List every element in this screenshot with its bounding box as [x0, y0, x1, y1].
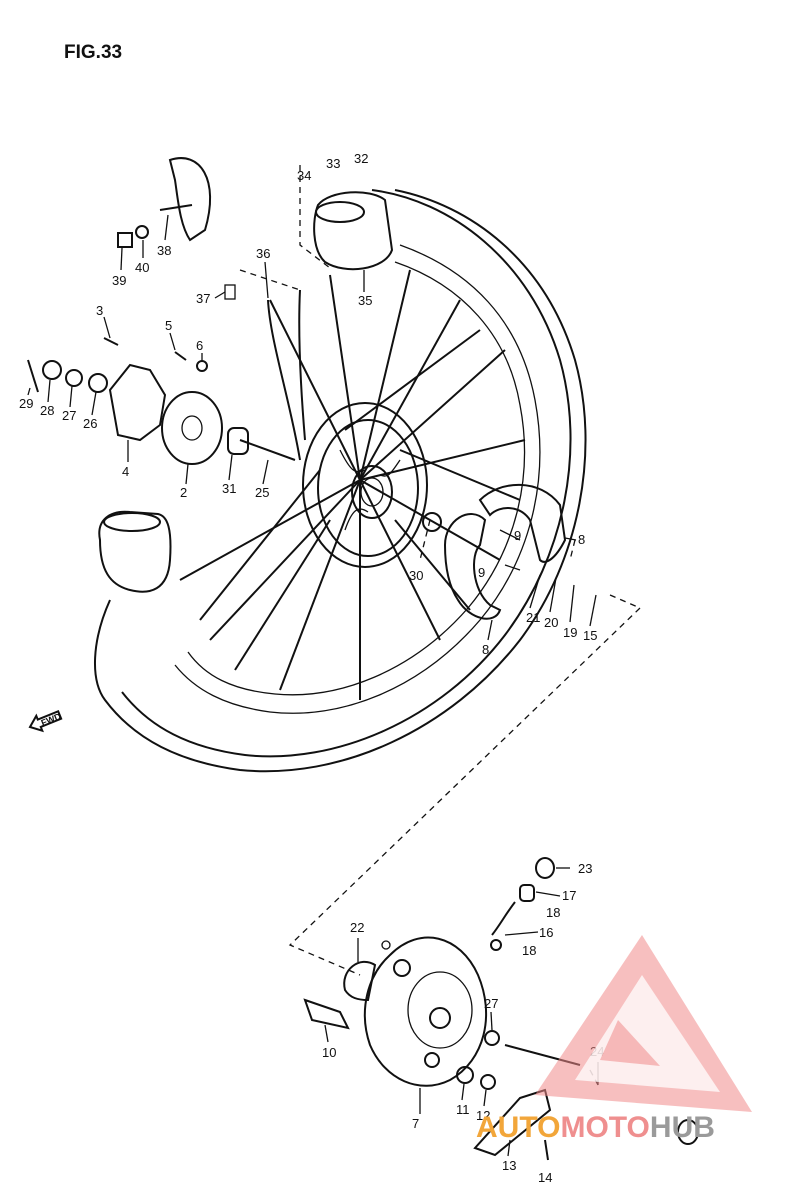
watermark-hub: HUB: [650, 1111, 715, 1144]
axle-parts: [27, 337, 296, 465]
speedometer-cable: [224, 284, 306, 461]
part-number-label: 8: [578, 532, 585, 547]
part-number-label: 31: [222, 481, 236, 496]
part-number-label: 16: [539, 925, 553, 940]
part-number-label: 9: [478, 565, 485, 580]
part-number-label: 20: [544, 615, 558, 630]
part-number-label: 15: [583, 628, 597, 643]
part-number-label: 3: [96, 303, 103, 318]
part-callouts: 34 33 32 36 37 38 39 40 3 5 6 29 28 27 2…: [19, 151, 604, 1185]
part-number-label: 19: [563, 625, 577, 640]
part-number-label: 4: [122, 464, 129, 479]
part-number-label: 34: [297, 168, 311, 183]
part-number-label: 9: [514, 528, 521, 543]
part-number-label: 2: [180, 485, 187, 500]
fwd-label: FWD: [40, 711, 63, 728]
part-number-label: 22: [350, 920, 364, 935]
fender-bracket: [117, 157, 211, 248]
part-number-label: 38: [157, 243, 171, 258]
wheel-spokes: [179, 269, 526, 700]
wheel-rim: [93, 189, 587, 773]
part-number-label: 25: [255, 485, 269, 500]
brake-panel: [303, 857, 699, 1161]
part-number-label: 37: [196, 291, 210, 306]
part-number-label: 35: [358, 293, 372, 308]
part-number-label: 28: [40, 403, 54, 418]
watermark-text: AUTOMOTOHUB: [476, 1111, 715, 1144]
part-number-label: 36: [256, 246, 270, 261]
part-number-label: 6: [196, 338, 203, 353]
part-number-label: 21: [526, 610, 540, 625]
watermark-logo: AUTOMOTOHUB: [476, 935, 752, 1144]
part-number-label: 27: [62, 408, 76, 423]
part-number-label: 10: [322, 1045, 336, 1060]
part-number-label: 11: [456, 1102, 470, 1117]
part-number-label: 33: [326, 156, 340, 171]
part-number-label: 12: [476, 1108, 490, 1123]
part-number-label: 17: [562, 888, 576, 903]
part-number-label: 5: [165, 318, 172, 333]
watermark-auto: AUTO: [476, 1111, 560, 1144]
brake-shoes: [443, 483, 567, 620]
part-number-label: 7: [412, 1116, 419, 1131]
figure-title: FIG.33: [64, 42, 122, 63]
part-number-label: 23: [578, 861, 592, 876]
part-number-label: 30: [409, 568, 423, 583]
part-number-label: 13: [502, 1158, 516, 1173]
callout-leaders: [27, 214, 599, 1157]
fwd-arrow: FWD: [28, 710, 63, 733]
wheel-hub: [302, 402, 442, 568]
part-number-label: 26: [83, 416, 97, 431]
part-number-label: 32: [354, 151, 368, 166]
part-number-label: 8: [482, 642, 489, 657]
part-number-label: 18: [546, 905, 560, 920]
part-number-label: 39: [112, 273, 126, 288]
part-number-label: 14: [538, 1170, 552, 1185]
part-number-label: 29: [19, 396, 33, 411]
part-number-label: 27: [484, 996, 498, 1011]
part-number-label: 18: [522, 943, 536, 958]
part-number-label: 40: [135, 260, 149, 275]
watermark-moto: MOTO: [560, 1111, 649, 1144]
